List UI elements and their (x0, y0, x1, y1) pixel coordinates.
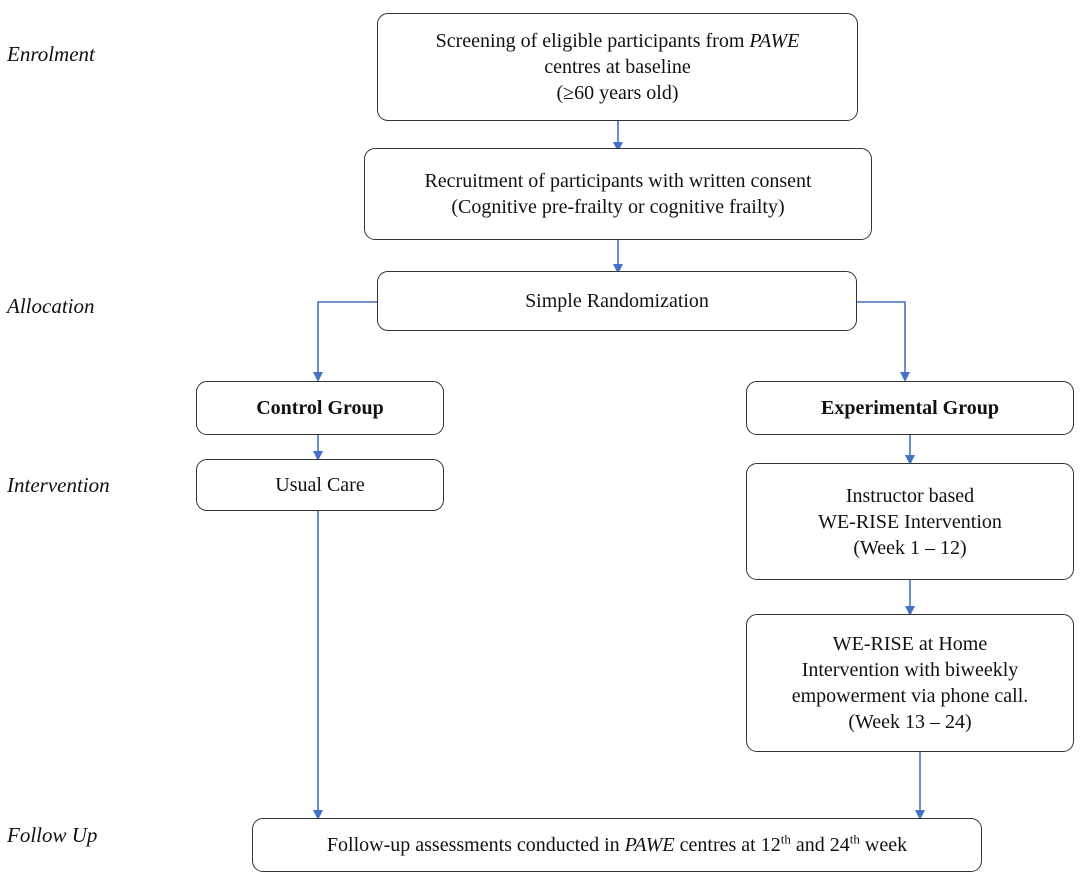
randomization-box: Simple Randomization (377, 271, 857, 331)
instructor-line2: WE-RISE Intervention (818, 510, 1002, 533)
followup-part5: week (859, 834, 908, 856)
home-line3: empowerment via phone call. (791, 685, 1029, 707)
arrow-randomization-to-control (313, 301, 377, 382)
screening-line3: (≥60 years old) (556, 82, 679, 104)
usual-care-label: Usual Care (275, 474, 365, 496)
usual-care-box: Usual Care (196, 459, 444, 511)
recruitment-line2: (Cognitive pre-frailty or cognitive frai… (451, 196, 785, 218)
home-line4: (Week 13 – 24) (848, 711, 972, 733)
recruitment-line1: Recruitment of participants with written… (424, 170, 812, 192)
followup-pawe: PAWE (624, 834, 675, 856)
recruitment-box: Recruitment of participants with written… (364, 148, 872, 240)
control-group-label: Control Group (256, 397, 384, 419)
instructor-box: Instructor based WE-RISE Intervention (W… (746, 463, 1074, 580)
stage-label-follow-up: Follow Up (7, 823, 98, 847)
followup-box: Follow-up assessments conducted in PAWE … (252, 818, 982, 872)
followup-part1: Follow-up assessments conducted in (326, 834, 625, 856)
arrow-randomization-to-experimental (857, 301, 910, 382)
stage-label-intervention: Intervention (7, 473, 110, 497)
followup-text: Follow-up assessments conducted in PAWE … (327, 832, 907, 858)
followup-part4: and 24 (790, 834, 850, 856)
screening-line2: centres at baseline (544, 56, 691, 78)
home-line2: Intervention with biweekly (801, 659, 1019, 681)
instructor-line3: (Week 1 – 12) (853, 536, 967, 559)
followup-sup1: th (780, 831, 791, 847)
stage-label-allocation: Allocation (7, 294, 95, 318)
experimental-group-label: Experimental Group (821, 397, 999, 419)
followup-part3: centres at 12 (674, 834, 781, 856)
experimental-group-box: Experimental Group (746, 381, 1074, 435)
instructor-line1: Instructor based (845, 484, 975, 507)
screening-box: Screening of eligible participants from … (377, 13, 858, 121)
followup-sup2: th (849, 831, 860, 847)
screening-line1-a: Screening of eligible participants from (435, 30, 750, 52)
randomization-label: Simple Randomization (525, 290, 709, 312)
home-box: WE-RISE at Home Intervention with biweek… (746, 614, 1074, 752)
control-group-box: Control Group (196, 381, 444, 435)
home-line1: WE-RISE at Home (832, 633, 988, 655)
stage-label-enrolment: Enrolment (7, 42, 95, 66)
screening-line1-pawe: PAWE (749, 30, 800, 52)
